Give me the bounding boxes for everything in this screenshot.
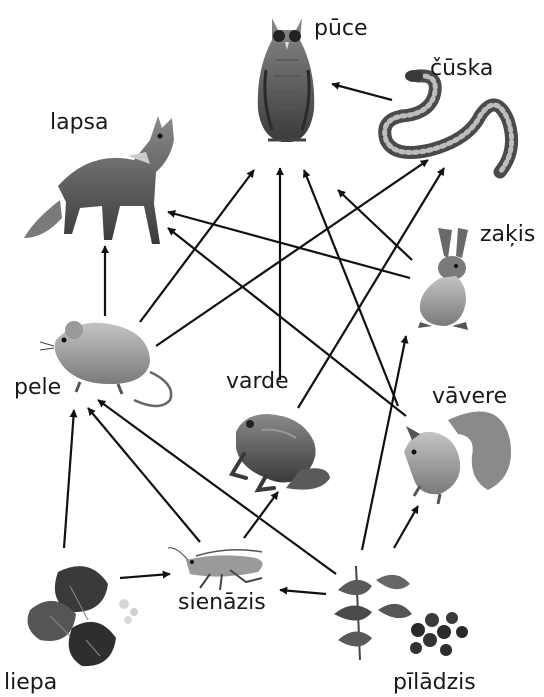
label-liepa: liepa [4, 670, 58, 695]
label-sienazis: sienāzis [178, 590, 266, 615]
arrow-mouse-to-snake [155, 159, 429, 347]
owl-illustration [257, 18, 315, 142]
arrow-liepa-to-grasshopper [119, 570, 171, 580]
linden-illustration [27, 566, 138, 667]
arrow-hare-to-owl [337, 189, 413, 261]
label-zakis: zaķis [480, 222, 536, 247]
arrow-rowan-to-grasshopper [279, 586, 327, 596]
mouse-illustration [39, 321, 173, 408]
label-piladzis: pīlādzis [393, 670, 476, 695]
arrow-grasshopper-to-frog [243, 491, 279, 539]
rowan-illustration [334, 565, 468, 661]
label-pele: pele [14, 375, 62, 400]
arrows [62, 81, 445, 596]
squirrel-illustration [404, 411, 512, 505]
arrow-hare-to-fox [167, 210, 411, 280]
hare-illustration [418, 228, 468, 330]
fox-illustration [24, 116, 174, 244]
arrow-rowan-to-squirrel [393, 505, 419, 549]
arrow-rowan-to-hare [360, 335, 409, 551]
arrow-squirrel-to-fox [167, 227, 407, 417]
arrow-mouse-to-owl [139, 169, 255, 323]
arrow-grasshopper-to-mouse [87, 407, 201, 543]
arrow-squirrel-to-owl [302, 169, 400, 407]
arrow-liepa-to-mouse [62, 409, 78, 549]
label-lapsa: lapsa [50, 110, 109, 135]
label-cuska: čūska [430, 56, 494, 81]
frog-illustration [228, 414, 330, 493]
label-vavere: vāvere [432, 384, 508, 409]
label-puce: pūce [314, 16, 368, 41]
arrow-frog-to-snake [297, 167, 445, 409]
arrow-snake-to-owl [331, 81, 393, 102]
arrow-rowan-to-mouse [97, 399, 337, 575]
grasshopper-illustration [167, 547, 263, 591]
label-varde: varde [226, 369, 289, 394]
snake-illustration [378, 69, 519, 179]
